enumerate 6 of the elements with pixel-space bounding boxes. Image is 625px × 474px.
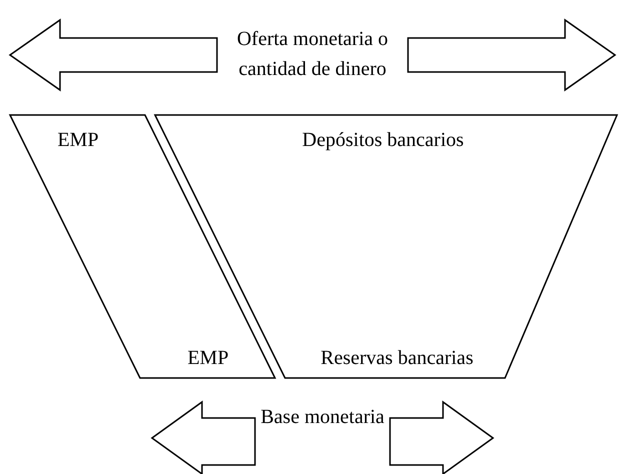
- shape-label: EMP: [56, 128, 100, 153]
- shape-label: EMP: [186, 346, 230, 371]
- shape-label: Reservas bancarias: [320, 346, 474, 371]
- shape-label: Base monetaria: [260, 405, 386, 430]
- shape-label: Depósitos bancarios: [301, 128, 465, 153]
- shape-label: Oferta monetaria o cantidad de dinero: [236, 27, 390, 82]
